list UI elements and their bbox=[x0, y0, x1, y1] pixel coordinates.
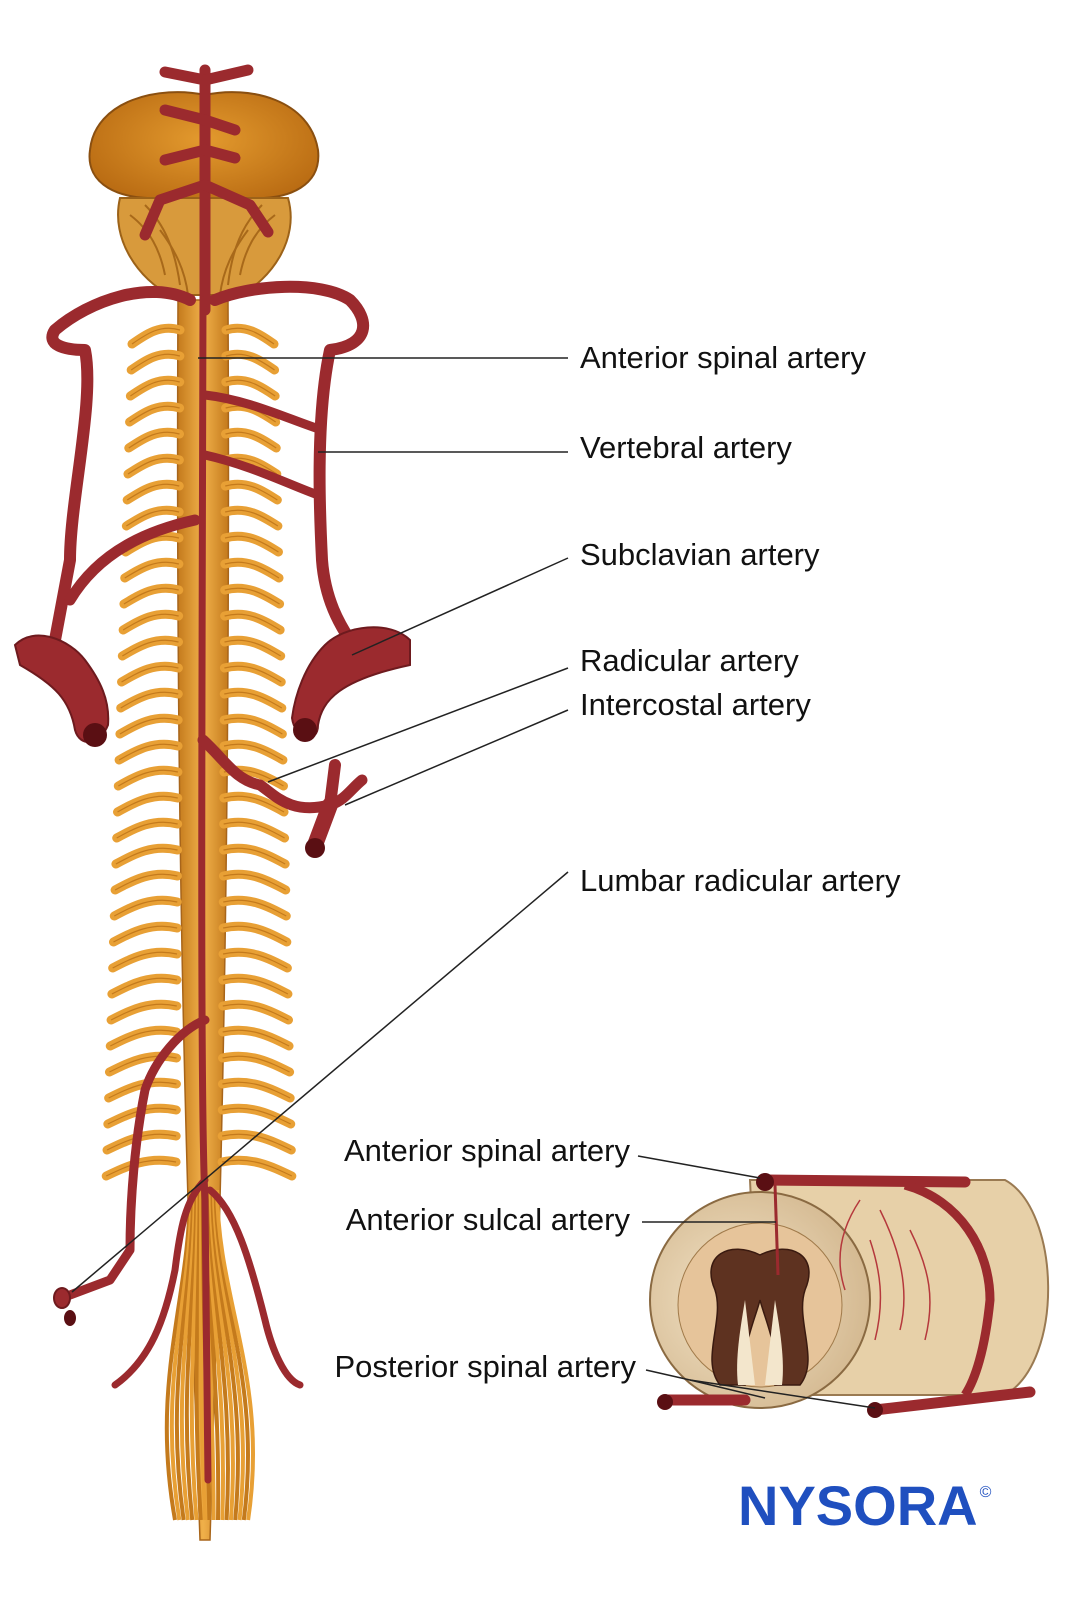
nerve-root-outline bbox=[128, 431, 180, 449]
label-radicular-artery: Radicular artery bbox=[580, 643, 799, 678]
nerve-root-outline bbox=[116, 821, 178, 839]
label-anterior-spinal-artery-section: Anterior spinal artery bbox=[343, 1133, 630, 1168]
nerve-root-outline bbox=[119, 717, 179, 735]
nerve-root-outline bbox=[223, 847, 286, 865]
nerve-root-outline bbox=[222, 1133, 292, 1151]
nerve-root-outline bbox=[113, 925, 178, 943]
nerve-root-outline bbox=[109, 1055, 177, 1073]
nerve-root-outline bbox=[115, 847, 178, 865]
spinal-cord-cross-section bbox=[649, 1173, 1050, 1418]
nerve-root-outline bbox=[123, 587, 179, 605]
nerve-root-outline bbox=[114, 899, 178, 917]
nerve-root-outline bbox=[110, 1029, 177, 1047]
nerve-root-outline bbox=[121, 665, 179, 683]
nerve-root-outline bbox=[122, 639, 179, 657]
nerve-root-outline bbox=[118, 769, 179, 787]
nerve-root-outline bbox=[223, 873, 286, 891]
nerve-root-outline bbox=[224, 535, 279, 553]
nerve-root-outline bbox=[223, 717, 283, 735]
label-anterior-spinal-artery: Anterior spinal artery bbox=[580, 340, 867, 375]
nerve-root-outline bbox=[222, 1055, 290, 1073]
nerve-root-outline bbox=[222, 1081, 291, 1099]
brand-mark: © bbox=[979, 1484, 992, 1502]
leader-lines bbox=[71, 357, 876, 1409]
nerve-root-outline bbox=[120, 691, 179, 709]
arteries bbox=[46, 64, 370, 1484]
label-lumbar-radicular-artery: Lumbar radicular artery bbox=[580, 863, 901, 898]
nerve-root-outline bbox=[225, 327, 275, 345]
nerve-root-outline bbox=[108, 1081, 177, 1099]
nerve-root-outline bbox=[222, 977, 289, 995]
nerve-root-outline bbox=[118, 743, 179, 761]
label-subclavian-artery: Subclavian artery bbox=[580, 537, 820, 572]
nerve-root-outline bbox=[224, 613, 281, 631]
nerve-root-outline bbox=[114, 873, 178, 891]
nerve-root-outline bbox=[130, 353, 181, 371]
nerve-root-outline bbox=[223, 925, 288, 943]
nerve-root-outline bbox=[224, 587, 280, 605]
nerve-root-outline bbox=[131, 327, 181, 345]
nerve-root-outline bbox=[224, 639, 281, 657]
nerve-root-outline bbox=[127, 457, 180, 475]
nerve-root-outline bbox=[126, 483, 180, 501]
nerve-root-outline bbox=[223, 743, 284, 761]
nerve-root-outline bbox=[225, 353, 275, 371]
nerve-root-outline bbox=[223, 795, 285, 813]
nerve-root-outline bbox=[223, 899, 287, 917]
nysora-logo: NYSORA© bbox=[738, 1478, 991, 1534]
nerve-root-outline bbox=[222, 951, 288, 969]
nerve-root-outline bbox=[130, 379, 180, 397]
nerve-root-outline bbox=[225, 431, 277, 449]
nerve-root-outline bbox=[224, 665, 282, 683]
nerve-root-outline bbox=[221, 1159, 293, 1177]
label-vertebral-artery: Vertebral artery bbox=[580, 430, 792, 465]
nerve-root-outline bbox=[122, 613, 179, 631]
nerve-root-outline bbox=[129, 405, 180, 423]
brand-name: NYSORA bbox=[738, 1474, 978, 1537]
nerve-root-outline bbox=[126, 509, 180, 527]
nerve-root-outline bbox=[222, 1003, 289, 1021]
cauda-fiber bbox=[215, 1189, 256, 1521]
label-intercostal-artery: Intercostal artery bbox=[580, 687, 811, 722]
nerve-root-outline bbox=[124, 561, 180, 579]
nerve-root-outline bbox=[224, 509, 279, 527]
nerve-root-outline bbox=[224, 691, 283, 709]
nerve-root-outline bbox=[224, 561, 280, 579]
subclavian-stumps bbox=[13, 626, 411, 1326]
nerve-root-outline bbox=[223, 821, 285, 839]
label-anterior-sulcal-artery: Anterior sulcal artery bbox=[345, 1202, 630, 1237]
nerve-root-outline bbox=[225, 379, 276, 397]
nerve-root-outline bbox=[222, 1029, 290, 1047]
nerve-root-outline bbox=[117, 795, 178, 813]
nerve-root-outline bbox=[225, 483, 278, 501]
nerve-root-outline bbox=[222, 1107, 291, 1125]
nerve-root-outline bbox=[110, 1003, 177, 1021]
nerve-root-outline bbox=[111, 977, 178, 995]
nerve-root-outline bbox=[112, 951, 178, 969]
label-posterior-spinal-artery: Posterior spinal artery bbox=[334, 1349, 636, 1384]
